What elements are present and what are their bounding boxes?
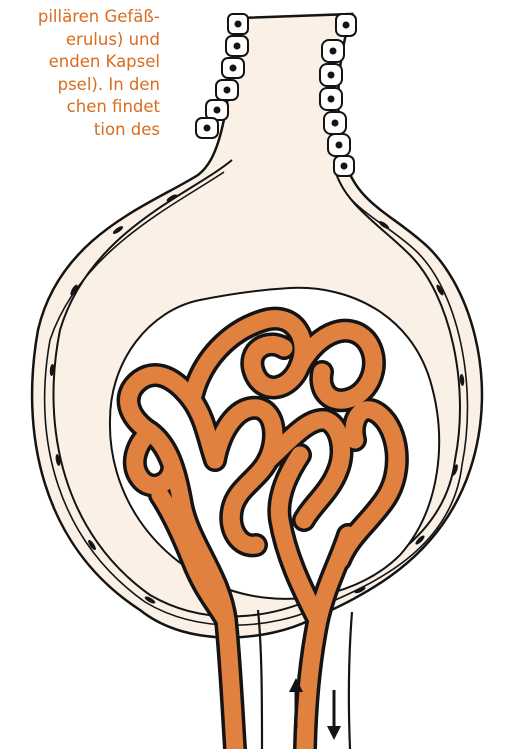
caption-line: chen findet	[0, 96, 160, 119]
caption-line: tion des	[0, 119, 160, 142]
caption-line: pillären Gefäß-	[0, 6, 160, 29]
caption-line: erulus) und	[0, 29, 160, 52]
caption-line: psel). In den	[0, 74, 160, 97]
caption-text: pillären Gefäß- erulus) und enden Kapsel…	[0, 6, 160, 141]
caption-line: enden Kapsel	[0, 51, 160, 74]
